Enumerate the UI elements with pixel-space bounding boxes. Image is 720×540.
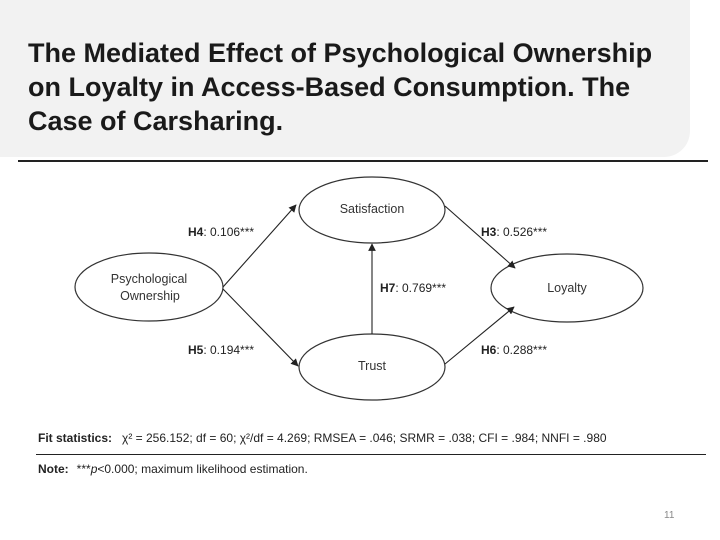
note: Note: ***p<0.000; maximum likelihood esti… (38, 462, 308, 476)
label-psych-line1: Psychological (111, 272, 187, 286)
note-divider (36, 454, 706, 455)
node-loyalty (490, 253, 644, 323)
arrow-h5 (222, 288, 299, 367)
label-loyalty: Loyalty (547, 281, 587, 295)
note-text: <0.000; maximum likelihood estimation. (97, 462, 308, 476)
label-satisfaction: Satisfaction (340, 202, 405, 216)
path-label-h4: H4: 0.106*** (188, 225, 254, 239)
path-label-h6: H6: 0.288*** (481, 343, 547, 357)
note-p: p (90, 462, 98, 476)
note-label: Note: (38, 462, 69, 476)
path-label-h3: H3: 0.526*** (481, 225, 547, 239)
arrow-h3 (444, 205, 516, 269)
label-psych-line2: Ownership (120, 289, 180, 303)
note-prefix: *** (76, 462, 91, 476)
fit-statistics-label: Fit statistics: (38, 431, 113, 445)
arrow-h6 (444, 306, 515, 365)
node-satisfaction (298, 176, 446, 244)
path-label-h7: H7: 0.769*** (380, 281, 446, 295)
arrow-h4 (222, 204, 297, 288)
path-label-h5: H5: 0.194*** (188, 343, 254, 357)
slide-title: The Mediated Effect of Psychological Own… (28, 38, 653, 136)
node-psychological-ownership (74, 252, 224, 322)
path-diagram: Psychological Ownership Satisfaction Tru… (74, 176, 644, 401)
title-panel (0, 0, 690, 157)
fit-statistics-text: χ² = 256.152; df = 60; χ²/df = 4.269; RM… (122, 431, 607, 445)
page-number: 11 (664, 510, 675, 521)
fit-statistics: Fit statistics: χ² = 256.152; df = 60; χ²… (38, 431, 607, 445)
label-trust: Trust (358, 359, 387, 373)
top-divider (18, 160, 708, 162)
